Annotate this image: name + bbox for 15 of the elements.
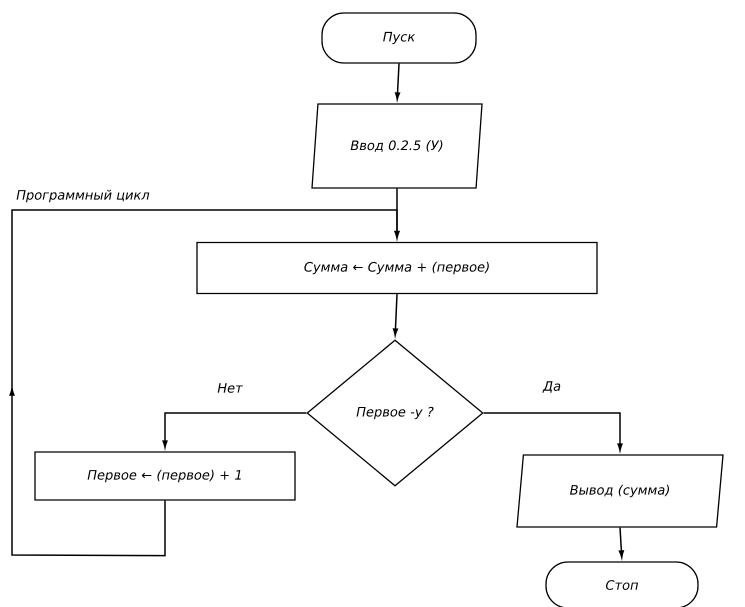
arrow bbox=[394, 64, 400, 100]
terminal: Стоп bbox=[545, 561, 699, 607]
input-parallelogram: Ввод 0.2.5 (У) bbox=[311, 103, 483, 189]
output-parallelogram: Вывод (сумма) bbox=[516, 454, 724, 528]
process-box: Первое ← (первое) + 1 bbox=[34, 451, 296, 501]
process-box: Сумма ← Сумма + (первое) bbox=[196, 242, 598, 294]
arrow bbox=[9, 209, 400, 556]
arrow bbox=[392, 294, 398, 336]
arrow bbox=[484, 412, 623, 451]
arrow bbox=[162, 412, 306, 448]
terminal: Пуск bbox=[321, 12, 477, 64]
arrow bbox=[618, 528, 624, 558]
edge-label: Нет bbox=[218, 383, 243, 393]
edge-label: Программный цикл bbox=[16, 190, 150, 202]
edge-label: Да bbox=[542, 381, 560, 393]
